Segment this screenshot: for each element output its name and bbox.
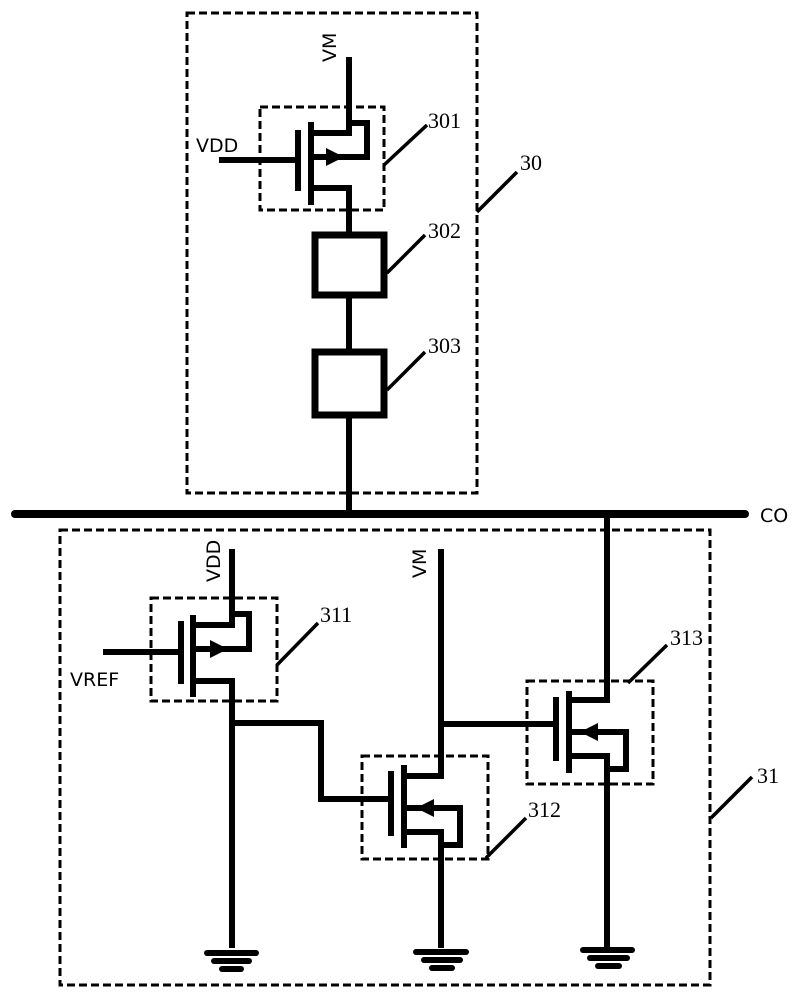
ground-icon-313 [580,947,635,969]
component-302 [311,231,388,299]
label-313: 313 [670,625,703,650]
transistor-311 [103,596,279,948]
leader-312 [484,816,528,860]
block-31-boundary [58,528,712,987]
wire-311-to-312-gate [229,720,391,802]
label-301: 301 [428,108,461,133]
block-31-leader [709,775,754,820]
transistor-312 [360,754,490,948]
transistor-311-boundary [149,596,279,703]
leader-311 [275,621,320,667]
block-30-boundary [185,11,479,495]
source-wire-312 [401,829,444,948]
leader-303 [385,350,427,392]
block-30-label: 30 [520,150,542,175]
label-303: 303 [428,333,461,358]
drain-body-301 [308,120,370,160]
block-30-leader [475,170,519,214]
ground-icon-312 [413,949,469,971]
vdd-label-301: VDD [196,135,238,157]
label-311: 311 [320,602,352,627]
source-wire-311 [190,678,235,948]
leader-301 [382,123,429,167]
label-312: 312 [528,797,561,822]
arrow-icon-313 [580,723,598,741]
vm-label-312: VM [409,549,431,578]
drain-body-311 [190,611,252,652]
arrow-icon-312 [416,799,434,817]
label-302: 302 [428,218,461,243]
transistor-313-boundary [525,679,655,786]
vref-label: VREF [70,669,119,691]
source-wire-301 [308,185,352,238]
leader-302 [385,233,427,275]
transistor-312-boundary [360,754,490,861]
arrow-icon-311 [210,640,228,658]
transistor-313 [525,679,655,948]
component-303 [311,348,388,419]
ground-icon-311 [204,950,259,972]
leader-313 [626,643,669,685]
co-label: CO [760,505,788,527]
source-wire-313 [566,753,610,948]
transistor-301 [219,105,386,238]
block-31-label: 31 [757,763,779,788]
arrow-icon-301 [326,148,344,166]
vdd-label-311: VDD [203,540,225,582]
body-wire-313 [568,729,629,772]
vm-label-top: VM [319,33,341,62]
